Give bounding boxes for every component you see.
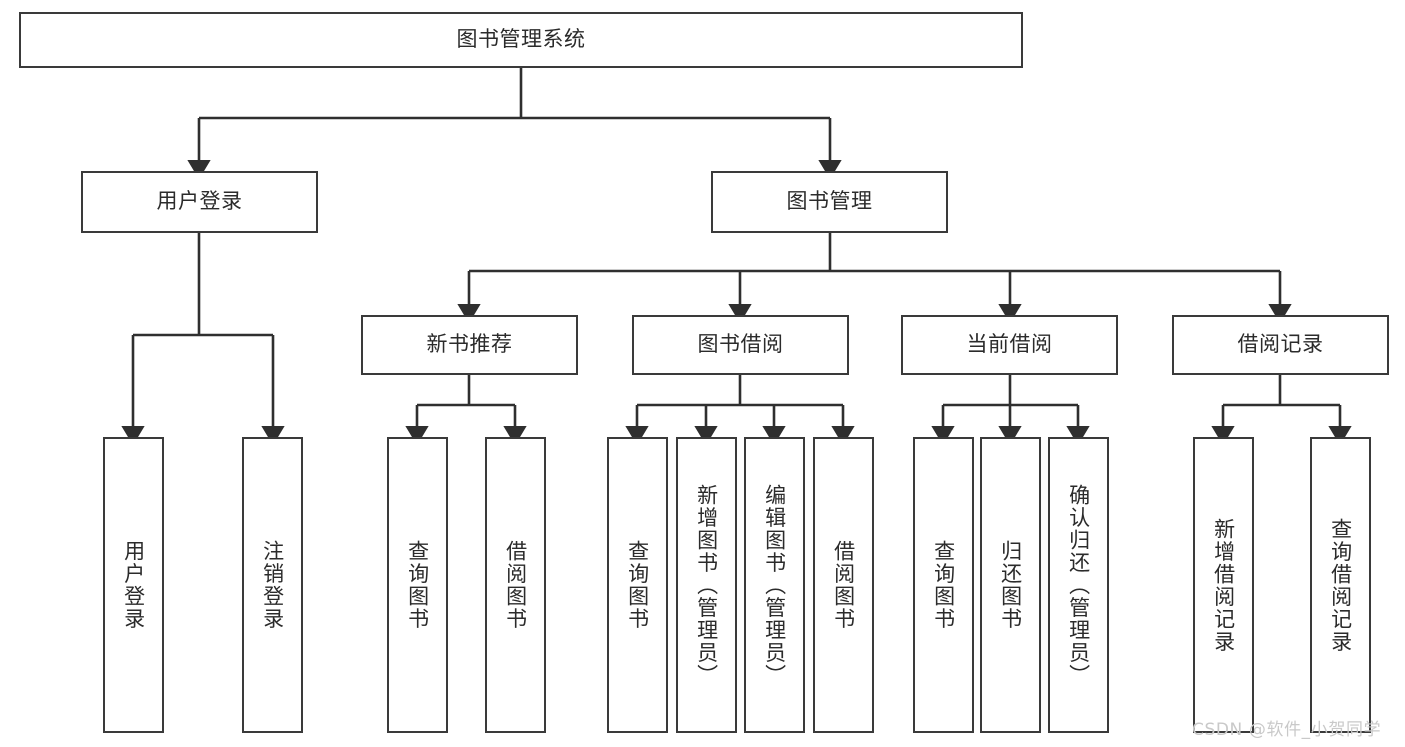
node-root-label: 图书管理系统 — [456, 27, 586, 52]
node-leaf-add-book[interactable]: 新增图书（管理员） — [676, 437, 737, 733]
node-leaf-logout-label: 注销登录 — [260, 540, 285, 630]
node-leaf-query-book-nb-label: 查询图书 — [405, 540, 430, 630]
node-leaf-borrow-book-nb-label: 借阅图书 — [503, 540, 528, 630]
node-leaf-borrow-book-nb[interactable]: 借阅图书 — [485, 437, 546, 733]
node-leaf-add-record[interactable]: 新增借阅记录 — [1193, 437, 1254, 733]
node-leaf-query-book-cb-label: 查询图书 — [931, 540, 956, 630]
node-borrow-records[interactable]: 借阅记录 — [1172, 315, 1389, 375]
node-leaf-borrow-book-bw[interactable]: 借阅图书 — [813, 437, 874, 733]
node-book-management-label: 图书管理 — [786, 189, 873, 214]
node-leaf-add-record-label: 新增借阅记录 — [1211, 517, 1236, 653]
node-leaf-confirm-return[interactable]: 确认归还（管理员） — [1048, 437, 1109, 733]
node-leaf-query-record-label: 查询借阅记录 — [1328, 517, 1353, 653]
node-book-borrow[interactable]: 图书借阅 — [632, 315, 849, 375]
node-user-login[interactable]: 用户登录 — [81, 171, 318, 233]
node-leaf-add-book-label: 新增图书（管理员） — [694, 483, 719, 687]
node-leaf-edit-book-label: 编辑图书（管理员） — [762, 483, 787, 687]
node-book-borrow-label: 图书借阅 — [697, 332, 784, 357]
node-leaf-query-record[interactable]: 查询借阅记录 — [1310, 437, 1371, 733]
node-leaf-return-book[interactable]: 归还图书 — [980, 437, 1041, 733]
node-current-borrow[interactable]: 当前借阅 — [901, 315, 1118, 375]
node-leaf-query-book-cb[interactable]: 查询图书 — [913, 437, 974, 733]
node-leaf-edit-book[interactable]: 编辑图书（管理员） — [744, 437, 805, 733]
node-leaf-borrow-book-bw-label: 借阅图书 — [831, 540, 856, 630]
csdn-watermark: CSDN @软件_小贺同学 — [1192, 720, 1382, 740]
node-user-login-label: 用户登录 — [156, 189, 243, 214]
node-leaf-return-book-label: 归还图书 — [998, 540, 1023, 630]
node-root[interactable]: 图书管理系统 — [19, 12, 1023, 68]
node-leaf-user-login-label: 用户登录 — [121, 540, 146, 630]
node-current-borrow-label: 当前借阅 — [966, 332, 1053, 357]
node-new-book-recommend-label: 新书推荐 — [426, 332, 513, 357]
node-leaf-confirm-return-label: 确认归还（管理员） — [1066, 483, 1091, 687]
node-leaf-user-login[interactable]: 用户登录 — [103, 437, 164, 733]
node-leaf-query-book-bw-label: 查询图书 — [625, 540, 650, 630]
node-book-management[interactable]: 图书管理 — [711, 171, 948, 233]
node-leaf-logout[interactable]: 注销登录 — [242, 437, 303, 733]
node-leaf-query-book-bw[interactable]: 查询图书 — [607, 437, 668, 733]
node-borrow-records-label: 借阅记录 — [1237, 332, 1324, 357]
node-leaf-query-book-nb[interactable]: 查询图书 — [387, 437, 448, 733]
node-new-book-recommend[interactable]: 新书推荐 — [361, 315, 578, 375]
